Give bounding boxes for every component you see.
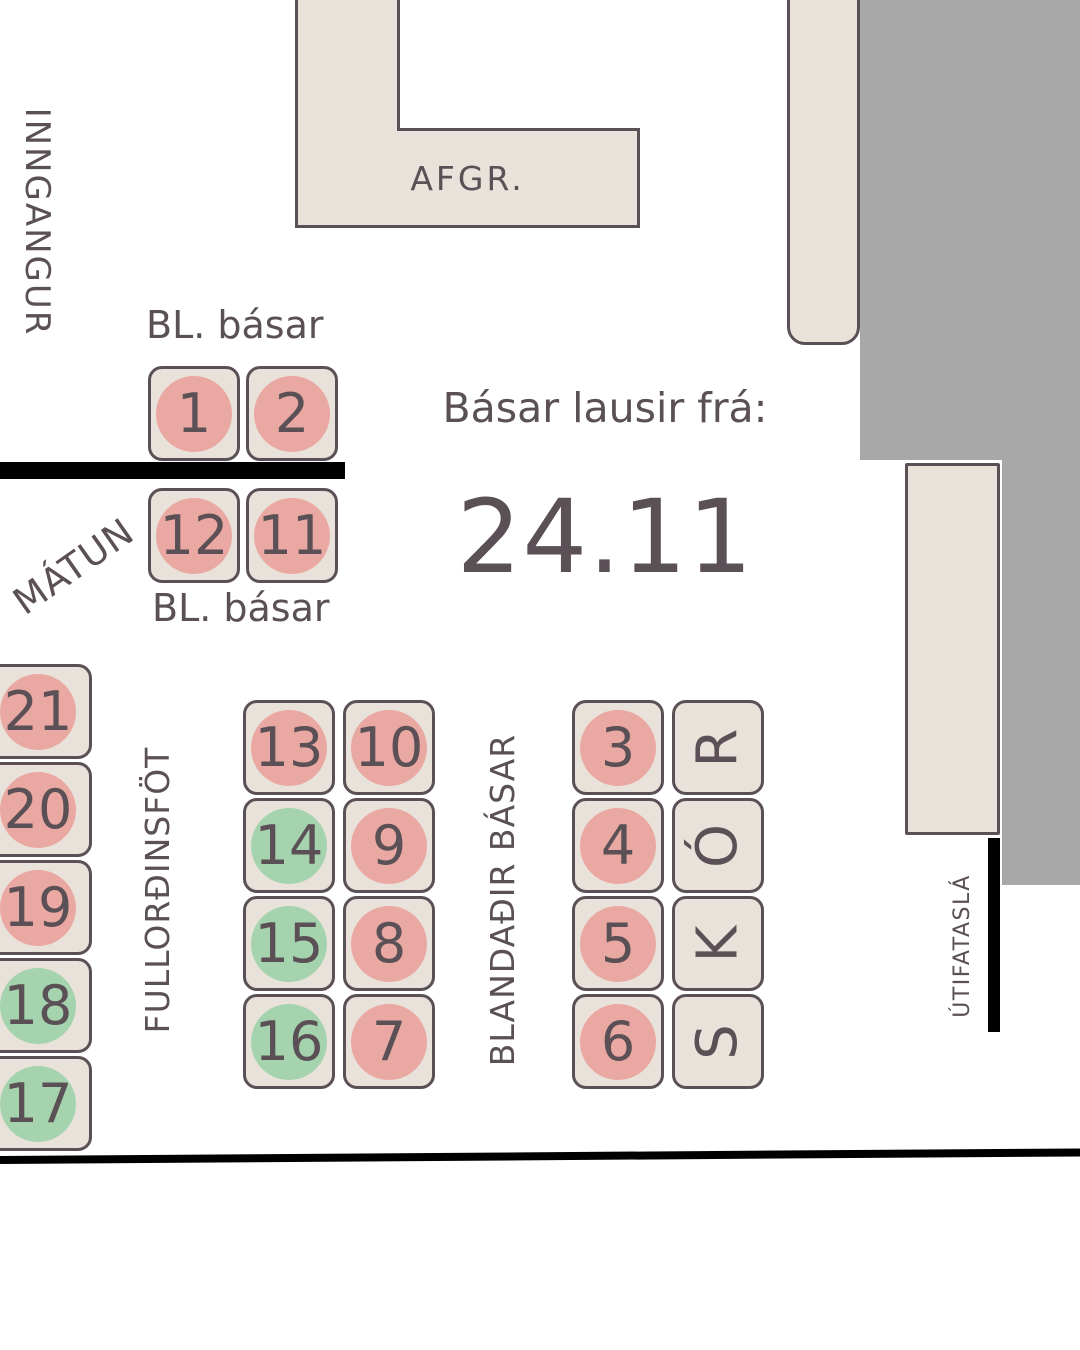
adult-clothes-booths: 21 20 19 18 17: [0, 664, 92, 1151]
bl-basar-top-label: BL. básar: [146, 303, 324, 347]
booth-number: 17: [3, 1071, 73, 1135]
booth-status-circle: [156, 497, 232, 574]
shoe-section-letters: R Ó K S: [672, 700, 764, 1089]
booth-5: 5: [572, 896, 664, 991]
booth-3: 3: [572, 700, 664, 795]
wall-segment-right: [787, 0, 860, 345]
booth-number: 16: [254, 1009, 324, 1073]
booth-number: 20: [3, 777, 73, 841]
booth-2: 2: [246, 366, 338, 461]
adult-clothes-label: FULLORÐINSFÖT: [138, 746, 177, 1034]
booth-number: 4: [600, 813, 636, 877]
outerwear-rack-label: ÚTIFATASLÁ: [950, 874, 975, 1018]
blocked-area-top-right: [860, 0, 1080, 460]
booth-status-circle: [0, 869, 76, 946]
booth-letter: Ó: [684, 823, 750, 868]
booth-number: 9: [371, 813, 407, 877]
booth-status-circle: [251, 1003, 327, 1080]
booth-status-circle: [351, 905, 427, 982]
mixed-booths-column: 3 4 5 6: [572, 700, 664, 1089]
booth-12: 12: [148, 488, 240, 583]
booth-status-circle: [251, 807, 327, 884]
booth-1: 1: [148, 366, 240, 461]
booth-18: 18: [0, 958, 92, 1053]
middle-booths-right: 10 9 8 7: [343, 700, 435, 1089]
booth-letter: S: [684, 1023, 750, 1060]
booth-number: 5: [600, 911, 636, 975]
booth-letter: R: [684, 728, 750, 767]
booth-status-circle: [580, 1003, 656, 1080]
fitting-room-label: MÁTUN: [5, 509, 143, 624]
booth-17: 17: [0, 1056, 92, 1151]
booth-14: 14: [243, 798, 335, 893]
booth-4: 4: [572, 798, 664, 893]
booth-letter: K: [684, 925, 750, 962]
booth-13: 13: [243, 700, 335, 795]
booth-status-circle: [0, 673, 76, 750]
booth-status-circle: [580, 807, 656, 884]
booth-number: 11: [257, 503, 327, 567]
booth-number: 19: [3, 875, 73, 939]
booth-status-circle: [0, 771, 76, 848]
booth-10: 10: [343, 700, 435, 795]
entrance-label: INNGANGUR: [17, 107, 57, 337]
register-label: AFGR.: [410, 158, 525, 198]
booth-number: 18: [3, 973, 73, 1037]
booth-11: 11: [246, 488, 338, 583]
bottom-wall-line: [0, 1148, 1080, 1164]
booth-number: 10: [354, 715, 424, 779]
booth-status-circle: [580, 905, 656, 982]
side-structure: [905, 463, 1000, 835]
booth-letter-K: K: [672, 896, 764, 991]
booth-status-circle: [156, 375, 232, 452]
booth-number: 1: [176, 381, 212, 445]
outerwear-rack-bar: [988, 838, 1000, 1032]
booth-7: 7: [343, 994, 435, 1089]
register-counter: AFGR.: [295, 128, 640, 228]
booth-letter-R: R: [672, 700, 764, 795]
booth-status-circle: [580, 709, 656, 786]
booth-number: 13: [254, 715, 324, 779]
bl-basar-bottom-booths: 12 11: [148, 488, 338, 583]
booth-number: 8: [371, 911, 407, 975]
booth-6: 6: [572, 994, 664, 1089]
booth-number: 7: [371, 1009, 407, 1073]
booth-number: 14: [254, 813, 324, 877]
mixed-booths-label: BLANDAÐIR BÁSAR: [483, 733, 522, 1067]
booth-status-circle: [254, 375, 330, 452]
available-from-heading: Básar lausir frá:: [442, 384, 768, 432]
booth-status-circle: [351, 709, 427, 786]
booth-number: 6: [600, 1009, 636, 1073]
booth-status-circle: [251, 905, 327, 982]
booth-16: 16: [243, 994, 335, 1089]
booth-8: 8: [343, 896, 435, 991]
booth-20: 20: [0, 762, 92, 857]
blocked-area-right-strip: [1002, 420, 1080, 885]
booth-number: 15: [254, 911, 324, 975]
booth-status-circle: [0, 967, 76, 1044]
booth-status-circle: [254, 497, 330, 574]
middle-booths-left: 13 14 15 16: [243, 700, 335, 1089]
booth-status-circle: [251, 709, 327, 786]
booth-9: 9: [343, 798, 435, 893]
booth-status-circle: [351, 1003, 427, 1080]
booth-number: 2: [274, 381, 310, 445]
booth-number: 12: [159, 503, 229, 567]
booth-status-circle: [351, 807, 427, 884]
booth-letter-S: S: [672, 994, 764, 1089]
divider-wall-left: [0, 462, 345, 479]
booth-letter-Ó: Ó: [672, 798, 764, 893]
wall-segment-top: [295, 0, 400, 131]
booth-number: 21: [3, 679, 73, 743]
booth-15: 15: [243, 896, 335, 991]
booth-status-circle: [0, 1065, 76, 1142]
bl-basar-bottom-label: BL. básar: [152, 586, 330, 630]
available-from-date: 24.11: [456, 478, 754, 597]
booth-19: 19: [0, 860, 92, 955]
booth-number: 3: [600, 715, 636, 779]
booth-21: 21: [0, 664, 92, 759]
